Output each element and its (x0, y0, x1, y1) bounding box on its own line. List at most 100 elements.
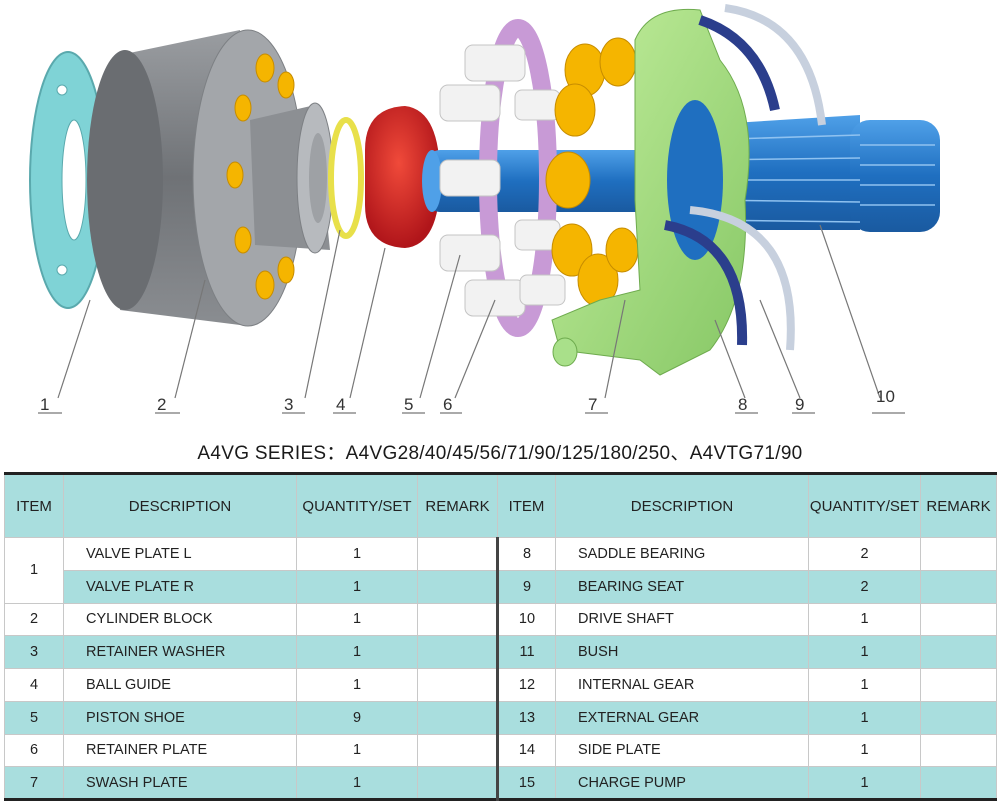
table-row: 5 PISTON SHOE 9 13 EXTERNAL GEAR 1 (4, 700, 997, 735)
ball-guide (365, 106, 440, 248)
table-header-row: ITEM DESCRIPTION QUANTITY/SET REMARK ITE… (4, 473, 997, 538)
callout-8: 8 (738, 395, 747, 414)
quantity-cell: 1 (296, 635, 418, 669)
item-cell: 2 (4, 602, 64, 637)
remark-cell (417, 766, 499, 800)
valve-plate (29, 51, 107, 309)
item-cell: 14 (497, 733, 556, 768)
remark-cell (920, 766, 997, 800)
pistons (545, 37, 639, 307)
item-cell: 1 (4, 537, 64, 604)
table-row: 3 RETAINER WASHER 1 11 BUSH 1 (4, 635, 997, 669)
piston-shoes (439, 44, 566, 317)
parts-table: ITEM DESCRIPTION QUANTITY/SET REMARK ITE… (4, 472, 997, 801)
remark-cell (920, 635, 997, 669)
callout-5: 5 (404, 395, 413, 414)
quantity-cell: 1 (296, 569, 418, 604)
exploded-pump-diagram: 1 2 3 4 5 6 7 8 9 10 (29, 4, 940, 414)
remark-cell (920, 537, 997, 571)
item-cell: 8 (497, 537, 556, 571)
swash-plate (551, 8, 750, 376)
remark-cell (417, 635, 499, 669)
description-cell: CHARGE PUMP (555, 766, 809, 800)
col-header-item: ITEM (4, 473, 64, 538)
table-row: 1 VALVE PLATE L 1 8 SADDLE BEARING 2 (4, 537, 997, 604)
description-cell: SADDLE BEARING (555, 537, 809, 571)
item-cell: 12 (497, 668, 556, 702)
remark-cell (417, 569, 499, 604)
remark-cell (920, 569, 997, 604)
callout-numbers: 1 2 3 4 5 6 7 8 9 10 (40, 387, 895, 414)
item-cell: 5 (4, 700, 64, 735)
table-row: 2 CYLINDER BLOCK 1 10 DRIVE SHAFT 1 (4, 602, 997, 637)
description-cell: BEARING SEAT (555, 569, 809, 604)
callout-4: 4 (336, 395, 345, 414)
col-header-remark: REMARK (417, 473, 498, 538)
remark-cell (417, 537, 499, 571)
remark-cell (920, 733, 997, 768)
item-cell: 9 (497, 569, 556, 604)
item-cell: 7 (4, 766, 64, 800)
quantity-cell: 1 (296, 602, 418, 637)
quantity-cell: 2 (808, 537, 921, 571)
col-header-description: DESCRIPTION (555, 473, 809, 538)
col-header-description: DESCRIPTION (63, 473, 297, 538)
description-cell: EXTERNAL GEAR (555, 700, 809, 735)
quantity-cell: 1 (296, 766, 418, 800)
callout-7: 7 (588, 395, 597, 414)
quantity-cell: 1 (808, 635, 921, 669)
quantity-cell: 1 (296, 537, 418, 571)
description-cell: VALVE PLATE R (63, 569, 297, 604)
retainer-washer (328, 117, 364, 239)
quantity-cell: 9 (296, 700, 418, 735)
description-cell: BUSH (555, 635, 809, 669)
item-cell: 4 (4, 668, 64, 702)
saddle-bearings (664, 15, 780, 346)
quantity-cell: 1 (808, 733, 921, 768)
remark-cell (920, 668, 997, 702)
leader-lines (38, 224, 905, 414)
col-header-item: ITEM (497, 473, 556, 538)
quantity-cell: 1 (808, 700, 921, 735)
item-cell: 15 (497, 766, 556, 800)
description-cell: SIDE PLATE (555, 733, 809, 768)
description-cell: SWASH PLATE (63, 766, 297, 800)
item-cell: 6 (4, 733, 64, 768)
item-cell: 3 (4, 635, 64, 669)
callout-3: 3 (284, 395, 293, 414)
table-row: 7 SWASH PLATE 1 15 CHARGE PUMP 1 (4, 766, 997, 800)
description-cell: BALL GUIDE (63, 668, 297, 702)
description-cell: INTERNAL GEAR (555, 668, 809, 702)
remark-cell (417, 733, 499, 768)
remark-cell (417, 700, 499, 735)
callout-10: 10 (876, 387, 895, 406)
callout-9: 9 (795, 395, 804, 414)
col-header-remark: REMARK (920, 473, 997, 538)
callout-1: 1 (40, 395, 49, 414)
quantity-cell: 1 (808, 668, 921, 702)
description-cell: CYLINDER BLOCK (63, 602, 297, 637)
description-cell: RETAINER PLATE (63, 733, 297, 768)
remark-cell (920, 700, 997, 735)
item-cell: 11 (497, 635, 556, 669)
col-header-quantity: QUANTITY/SET (808, 473, 921, 538)
table-row: 4 BALL GUIDE 1 12 INTERNAL GEAR 1 (4, 668, 997, 702)
remark-cell (417, 668, 499, 702)
description-cell: DRIVE SHAFT (555, 602, 809, 637)
quantity-cell: 2 (808, 569, 921, 604)
remark-cell (920, 602, 997, 637)
quantity-cell: 1 (808, 602, 921, 637)
table-row: 6 RETAINER PLATE 1 14 SIDE PLATE 1 (4, 733, 997, 768)
description-cell: PISTON SHOE (63, 700, 297, 735)
item-cell: 10 (497, 602, 556, 637)
cylinder-block (87, 29, 334, 327)
item-cell: 13 (497, 700, 556, 735)
callout-2: 2 (157, 395, 166, 414)
description-cell: RETAINER WASHER (63, 635, 297, 669)
quantity-cell: 1 (296, 733, 418, 768)
description-cell: VALVE PLATE L (63, 537, 297, 571)
col-header-quantity: QUANTITY/SET (296, 473, 418, 538)
quantity-cell: 1 (296, 668, 418, 702)
quantity-cell: 1 (808, 766, 921, 800)
bearing-seats (689, 4, 826, 351)
